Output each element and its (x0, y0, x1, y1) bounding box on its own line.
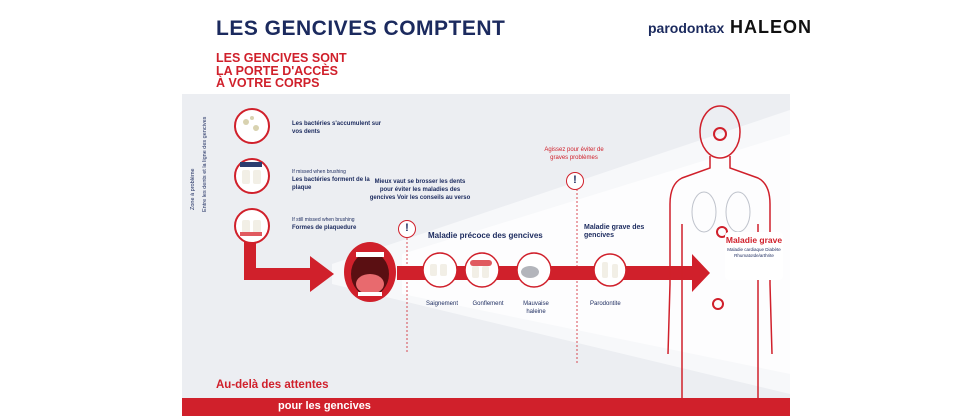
subtitle-line-2: LA PORTE D'ACCÈS (216, 63, 338, 78)
brush-advice: Mieux vaut se brosser les dents pour évi… (369, 179, 471, 201)
brain-marker (713, 127, 727, 141)
periodontitis-icon (593, 253, 627, 287)
red-arrow-2 (692, 254, 710, 292)
funnel-inner (402, 134, 790, 374)
step-3-pre: If still missed when brushing (292, 217, 355, 223)
footer-tagline-1: Au-delà des attentes (216, 379, 329, 391)
severe-disease-box: Maladie grave Maladie cardiaque Diabète … (725, 232, 783, 280)
plaque-teeth-icon (234, 158, 270, 194)
body-outline (667, 105, 773, 416)
step-3-label: Formes de plaquedure (292, 225, 357, 231)
early-disease-title: Maladie précoce des gencives (428, 231, 543, 240)
red-arrow-1 (310, 256, 334, 292)
exclamation-icon-2: ! (566, 172, 584, 190)
bacteria-icon (234, 108, 270, 144)
vertical-label-gumline: Entre les dents et la ligne des gencives (202, 116, 208, 212)
body-box-title: Maladie grave (725, 235, 783, 245)
infographic-graphics (234, 105, 790, 416)
exclamation-icon: ! (398, 220, 416, 238)
pancreas-marker (712, 298, 724, 310)
body-box-items: Maladie cardiaque Diabète Rhumatoïde/art… (727, 247, 781, 258)
symptom-swelling: Gonflement (472, 301, 504, 307)
footer-tagline-2: pour les gencives (278, 400, 371, 412)
page-title: LES GENCIVES COMPTENT (216, 17, 506, 40)
infographic-panel: Les bactéries s'accumulent sur vos dents… (182, 94, 790, 416)
parodontax-logo: parodontax (648, 20, 725, 36)
step-2-label: Les bactéries forment de la plaque (292, 177, 370, 191)
step-2-pre: If missed when brushing (292, 169, 346, 175)
subtitle-line-3: À VOTRE CORPS (216, 76, 320, 90)
step-1-label: Les bactéries s'accumulent sur vos dents (292, 121, 382, 135)
hardened-plaque-icon (234, 208, 270, 244)
subtitle-line-1: LES GENCIVES SONT (216, 51, 347, 65)
periodontitis-label: Parodontite (590, 301, 621, 307)
vertical-label-problem-zone: Zone à problème (190, 168, 196, 210)
subtitle: LES GENCIVES SONT LA PORTE D'ACCÈS À VOT… (216, 52, 416, 90)
symptom-bad-breath: Mauvaise haleine (523, 301, 549, 315)
symptom-bleeding: Saignement (425, 301, 459, 307)
act-advice: Agissez pour éviter de graves problèmes (544, 147, 604, 161)
severe-disease-title: Maladie grave des gencives (584, 224, 645, 239)
lung-left (691, 191, 717, 233)
footer-bar (182, 398, 790, 416)
haleon-logo: HALEON (730, 17, 812, 37)
